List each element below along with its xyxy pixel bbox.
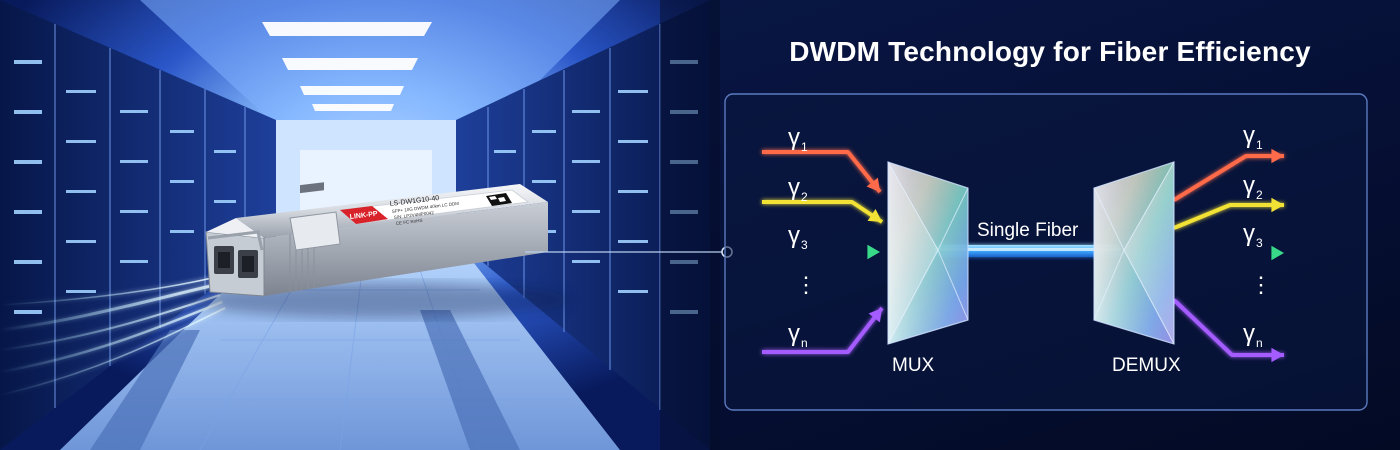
input-arrow-4 xyxy=(762,306,884,354)
wavelength-label-out-3: γ3 xyxy=(1243,220,1263,250)
output-arrow-2 xyxy=(1173,203,1284,230)
ellipsis-in: ⋮ xyxy=(795,272,817,297)
serial-number-label: S/N: LP2V4MP0042 xyxy=(394,210,435,220)
sfp-transceiver-module: LINK-PP LS-DW1G10-40 SFP+ 10G DWDM 40km … xyxy=(190,182,570,318)
input-arrowhead-3 xyxy=(867,244,880,260)
wavelength-label-in-2: γ2 xyxy=(788,174,808,204)
wavelength-label-out-2: γ2 xyxy=(1243,172,1263,202)
output-arrow-1 xyxy=(1172,154,1284,202)
brand-label: LINK-PP xyxy=(349,211,378,221)
input-arrowhead-2 xyxy=(867,208,882,222)
wavelength-label-out-n: γn xyxy=(1243,320,1263,350)
input-arrowhead-4 xyxy=(868,308,882,323)
mux-label: MUX xyxy=(892,355,935,376)
output-arrowhead-2 xyxy=(1271,197,1284,213)
input-wavelength-arrows xyxy=(762,150,884,354)
output-arrowhead-4 xyxy=(1271,347,1284,363)
output-arrowhead-1 xyxy=(1271,148,1284,164)
demux-label: DEMUX xyxy=(1112,355,1181,376)
certification-label: CE FC RoHS xyxy=(396,218,423,226)
wavelength-label-in-1: γ1 xyxy=(788,124,808,154)
qr-code-icon xyxy=(486,193,512,206)
single-fiber xyxy=(935,245,1121,257)
input-arrowhead-1 xyxy=(866,177,880,192)
diagram-title: DWDM Technology for Fiber Efficiency xyxy=(789,36,1311,67)
mux-prism-icon xyxy=(887,161,969,345)
wavelength-label-out-1: γ1 xyxy=(1243,122,1263,152)
ellipsis-out: ⋮ xyxy=(1250,272,1272,297)
demux-prism-icon xyxy=(1093,161,1175,345)
wavelength-label-in-3: γ3 xyxy=(788,222,808,252)
input-arrow-1 xyxy=(762,150,882,194)
wavelength-label-in-n: γn xyxy=(788,320,808,350)
single-fiber-label: Single Fiber xyxy=(977,220,1079,241)
output-arrowhead-3 xyxy=(1271,245,1284,261)
output-arrow-4 xyxy=(1172,298,1284,357)
output-wavelength-arrows xyxy=(1172,148,1284,363)
